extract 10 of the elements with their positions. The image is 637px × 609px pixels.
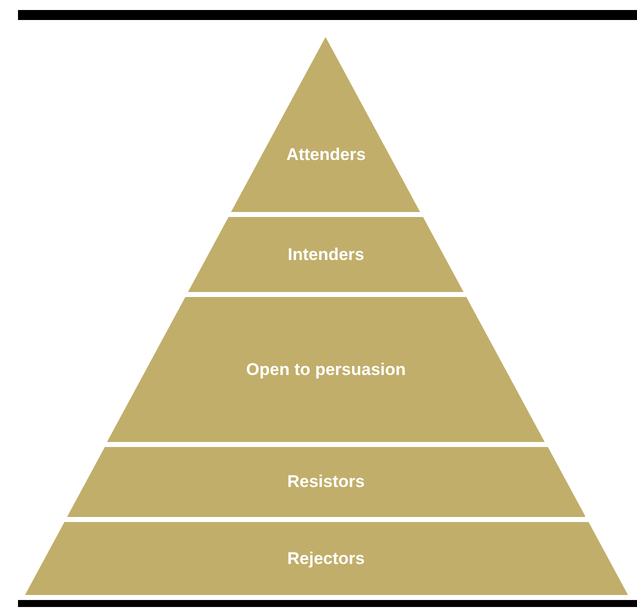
tier-label: Resistors <box>287 471 365 494</box>
pyramid-tier <box>107 297 545 442</box>
tier-label: Rejectors <box>287 548 365 570</box>
tier-label: Attenders <box>286 144 366 166</box>
tier-label: Intenders <box>288 244 364 266</box>
pyramid-tier <box>231 37 421 212</box>
pyramid-tier <box>24 522 628 595</box>
pyramid-tier <box>188 217 464 292</box>
tier-label: Open to persuasion <box>246 358 406 381</box>
pyramid-tier <box>66 447 586 517</box>
